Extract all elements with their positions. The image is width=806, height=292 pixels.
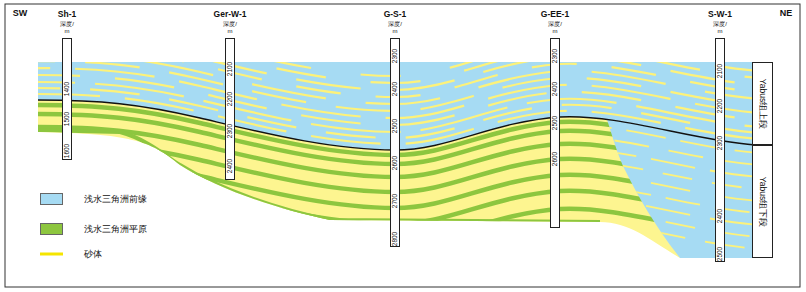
well-column: Sh-1深度/ m140015001600	[62, 38, 72, 160]
formation-band: Yabus组下段	[752, 145, 773, 258]
depth-unit: 深度/ m	[222, 21, 238, 34]
depth-number: 2300	[227, 124, 234, 138]
depth-number: 2400	[552, 82, 559, 96]
depth-number: 2700	[392, 194, 399, 208]
formation-label: Yabus组下段	[758, 176, 767, 226]
depth-number: 2400	[392, 82, 399, 96]
depth-number: 2400	[227, 159, 234, 173]
depth-number: 2400	[717, 209, 724, 223]
depth-unit: 深度/ m	[59, 21, 75, 34]
legend-text: 砂体	[84, 250, 102, 259]
depth-number: 1500	[64, 112, 71, 126]
legend-swatch	[40, 193, 63, 205]
well-column: S-W-1深度/ m21002200230024002500	[715, 38, 725, 262]
depth-number: 1600	[64, 144, 71, 158]
depth-number: 2600	[552, 152, 559, 166]
depth-unit: 深度/ m	[712, 21, 728, 34]
depth-number: 2300	[717, 136, 724, 150]
well-name: S-W-1	[708, 10, 732, 19]
well-name: Ger-W-1	[214, 10, 247, 19]
depth-number: 2500	[392, 119, 399, 133]
formation-label: Yabus组上段	[758, 78, 767, 128]
depth-number: 2200	[227, 92, 234, 106]
depth-number: 2200	[717, 99, 724, 113]
depth-number: 2300	[552, 49, 559, 63]
well-column: G-EE-1深度/ m2300240025002600	[550, 38, 560, 228]
depth-number: 2600	[392, 156, 399, 170]
depth-number: 2100	[717, 64, 724, 78]
legend-text: 浅水三角洲平原	[84, 225, 147, 234]
depth-number: 2500	[717, 247, 724, 261]
well-name: G-EE-1	[541, 10, 569, 19]
depth-number: 1400	[64, 82, 71, 96]
direction-label: NE	[780, 9, 793, 18]
well-column: Ger-W-1深度/ m2100220023002400	[225, 38, 235, 180]
depth-number: 2300	[392, 49, 399, 63]
depth-unit: 深度/ m	[547, 21, 563, 34]
well-name: G-S-1	[384, 10, 407, 19]
depth-number: 2100	[227, 62, 234, 76]
depth-number: 2500	[552, 116, 559, 130]
depth-number: 2800	[392, 232, 399, 246]
legend-swatch	[40, 223, 63, 235]
legend-text: 浅水三角洲前缘	[84, 195, 147, 204]
well-name: Sh-1	[58, 10, 76, 19]
depth-unit: 深度/ m	[387, 21, 403, 34]
direction-label: SW	[13, 9, 28, 18]
well-column: G-S-1深度/ m230024002500260027002800	[390, 38, 400, 247]
formation-band: Yabus组上段	[752, 62, 773, 145]
